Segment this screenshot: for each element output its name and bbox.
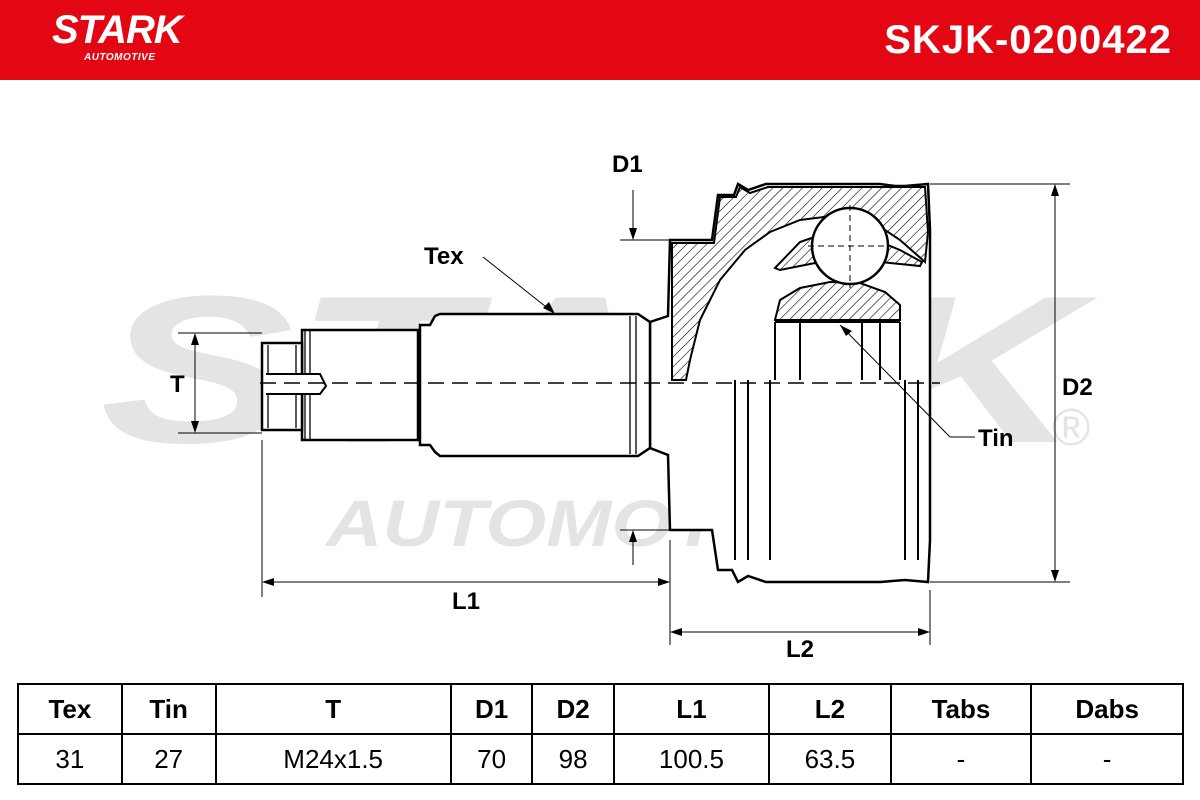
spec-header-row: Tex Tin T D1 D2 L1 L2 Tabs Dabs (17, 683, 1184, 735)
thread-lines (267, 316, 637, 454)
inner-race-hatch (773, 280, 901, 321)
spec-value-cell: - (1030, 733, 1184, 785)
spec-header-cell: D1 (449, 683, 534, 735)
housing-section-hatch (671, 185, 930, 381)
label-tin: Tin (978, 425, 1014, 452)
spec-value-row: 31 27 M24x1.5 70 98 100.5 63.5 - - (17, 733, 1184, 785)
header-bar: STARK AUTOMOTIVE SKJK-0200422 (0, 0, 1200, 80)
spec-value-cell: 70 (449, 733, 534, 785)
spec-value-cell: 98 (531, 733, 615, 785)
label-t: T (170, 371, 185, 398)
spec-header-cell: L1 (612, 683, 771, 735)
label-tex: Tex (424, 243, 464, 270)
spec-header-cell: Tin (120, 683, 217, 735)
spec-table: Tex Tin T D1 D2 L1 L2 Tabs Dabs 31 27 M2… (17, 683, 1184, 785)
brand-subtitle: AUTOMOTIVE (84, 52, 156, 63)
label-l1: L1 (452, 588, 480, 615)
spec-value-cell: 27 (120, 733, 217, 785)
stub-shaft (260, 312, 652, 458)
brand-name: STARK (52, 8, 183, 52)
spec-header-cell: D2 (531, 683, 615, 735)
spec-header-cell: T (214, 683, 452, 735)
spec-value-cell: - (889, 733, 1033, 785)
spec-value-cell: M24x1.5 (214, 733, 452, 785)
label-l2: L2 (786, 636, 814, 663)
label-d1: D1 (612, 151, 643, 178)
cotter-slot (266, 373, 328, 395)
spec-header-cell: Dabs (1030, 683, 1184, 735)
spec-header-cell: Tex (17, 683, 123, 735)
brand-logo: STARK AUTOMOTIVE (52, 8, 183, 64)
inner-spline (734, 321, 919, 560)
spec-header-cell: Tabs (889, 683, 1033, 735)
label-d2: D2 (1062, 374, 1093, 401)
cv-joint-drawing: STARK AUTOMOTIVE ® (100, 151, 1098, 663)
spec-value-cell: 31 (17, 733, 123, 785)
dimension-lines (178, 183, 1070, 645)
watermark-registered-mark: ® (1052, 399, 1090, 457)
spec-value-cell: 63.5 (768, 733, 892, 785)
spec-value-cell: 100.5 (612, 733, 771, 785)
part-number: SKJK-0200422 (884, 18, 1172, 62)
dimension-arrows (191, 184, 1059, 636)
spec-header-cell: L2 (768, 683, 892, 735)
